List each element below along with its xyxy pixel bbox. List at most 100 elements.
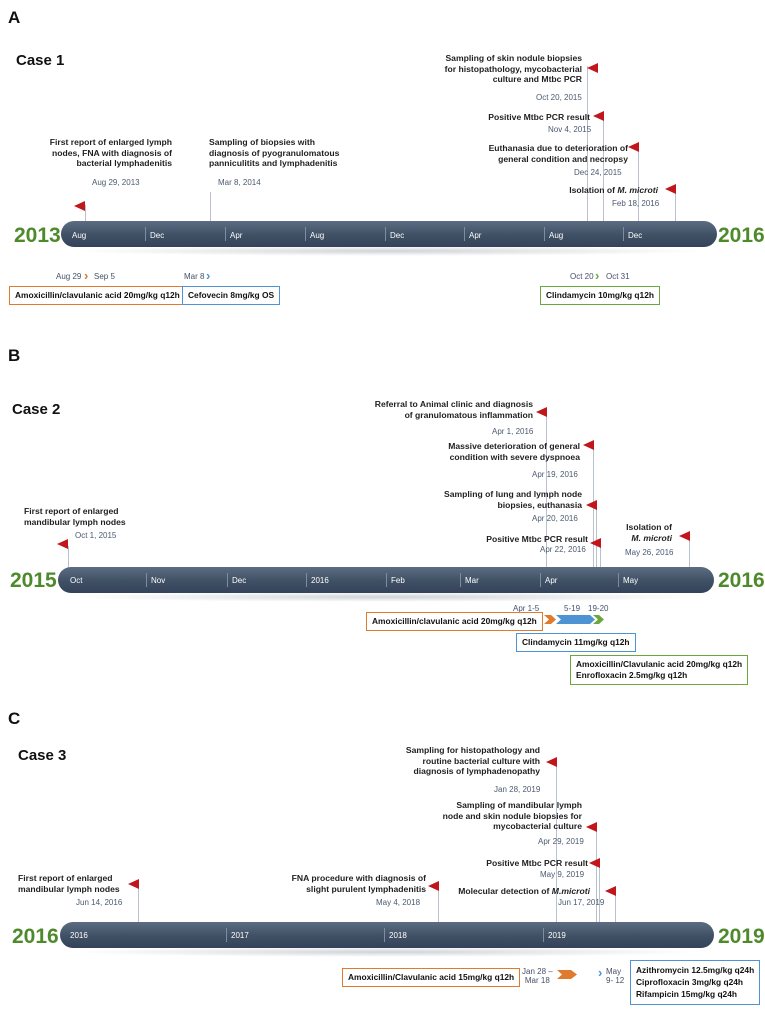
treatment-date: 19-20: [588, 604, 609, 613]
chevron-right-icon: ›: [84, 268, 89, 283]
year-end: 2016: [718, 224, 765, 247]
event-flag: [546, 757, 557, 767]
event-flag: [74, 201, 85, 211]
treatment-line: Azithromycin 12.5mg/kg q24h: [636, 965, 755, 975]
event-text: Sampling of lung and lymph node biopsies…: [444, 489, 582, 510]
event-text: Molecular detection of M.microti: [458, 886, 590, 896]
treatment-duration-arrow: [557, 970, 577, 979]
timeline-stem: [596, 826, 597, 924]
event-flag: [583, 440, 594, 450]
tick-label: Apr: [545, 576, 558, 585]
tick-label: Apr: [469, 231, 482, 240]
tick-label: May: [623, 576, 639, 585]
timeline-stem: [689, 534, 690, 568]
event-text: Euthanasia due to deterioration of gener…: [488, 143, 628, 164]
event-date: Apr 19, 2016: [532, 470, 578, 479]
tick-label: Aug: [310, 231, 325, 240]
timeline-bar: [61, 221, 717, 247]
event-text: Positive Mtbc PCR result: [486, 858, 588, 868]
event-text: First report of enlarged mandibular lymp…: [18, 873, 120, 894]
tick-divider: [227, 573, 228, 587]
tick-divider: [623, 227, 624, 241]
tick-label: Feb: [391, 576, 405, 585]
treatment-box: Azithromycin 12.5mg/kg q24h Ciprofloxaci…: [630, 960, 761, 1005]
tick-divider: [540, 573, 541, 587]
treatment-line: Amoxicillin/Clavulanic acid 20mg/kg q12h: [576, 659, 743, 669]
event-date: Oct 1, 2015: [75, 531, 117, 540]
tick-label: Dec: [150, 231, 165, 240]
bar-shadow: [66, 592, 706, 602]
event-date: Jun 14, 2016: [76, 898, 123, 907]
timeline-stem: [556, 760, 557, 924]
tick-label: Dec: [232, 576, 247, 585]
treatment-date: Mar 8: [184, 272, 205, 281]
event-flag: [128, 879, 139, 889]
event-text: FNA procedure with diagnosis of slight p…: [291, 873, 426, 894]
treatment-box: Cefovecin 8mg/kg OS: [182, 286, 281, 305]
treatment-box: Amoxicillin/clavulanic acid 20mg/kg q12h: [9, 286, 186, 305]
event-text: Referral to Animal clinic and diagnosis …: [374, 399, 533, 420]
tick-label: 2019: [548, 931, 566, 940]
treatment-date: Oct 20: [570, 272, 594, 281]
event-text: Isolation of M. microti: [569, 185, 658, 195]
tick-label: Aug: [72, 231, 87, 240]
treatment-box: Clindamycin 11mg/kg q12h: [516, 633, 636, 652]
timeline-stem: [615, 890, 616, 924]
treatment-box: Amoxicillin/Clavulanic acid 20mg/kg q12h…: [570, 655, 749, 685]
tick-label: Mar: [465, 576, 479, 585]
bar-shadow: [66, 947, 706, 957]
year-start: 2015: [10, 569, 57, 592]
tick-label: Nov: [151, 576, 166, 585]
timeline-stem: [138, 886, 139, 924]
tick-label: 2017: [231, 931, 249, 940]
treatment-date: 5-19: [564, 604, 581, 613]
tick-divider: [306, 573, 307, 587]
timeline-bar: [60, 922, 714, 948]
event-text: Sampling of mandibular lymph node and sk…: [442, 800, 582, 832]
treatment-duration-arrows: [544, 615, 604, 624]
event-date: Feb 18, 2016: [612, 199, 660, 208]
event-text: Positive Mtbc PCR result: [486, 534, 588, 544]
event-flag: [586, 822, 597, 832]
event-date: Dec 24, 2015: [574, 168, 622, 177]
timeline-stem: [68, 546, 69, 568]
event-date: May 4, 2018: [376, 898, 421, 907]
event-text: Sampling of biopsies with diagnosis of p…: [209, 137, 340, 169]
event-date: Apr 22, 2016: [540, 545, 586, 554]
event-flag: [586, 500, 597, 510]
event-date: Oct 20, 2015: [536, 93, 582, 102]
event-flag: [428, 881, 439, 891]
event-text: Massive deterioration of general conditi…: [448, 441, 580, 462]
event-date: May 9, 2019: [540, 870, 585, 879]
event-date: Jun 17, 2019: [558, 898, 605, 907]
year-end: 2019: [718, 925, 765, 948]
timeline-stem: [675, 186, 676, 222]
event-date: Apr 20, 2016: [532, 514, 578, 523]
tick-label: 2018: [389, 931, 407, 940]
panel-letter-b: B: [8, 346, 21, 365]
treatment-date: Sep 5: [94, 272, 115, 281]
tick-label: Oct: [70, 576, 83, 585]
tick-divider: [543, 928, 544, 942]
event-date: Apr 29, 2019: [538, 837, 584, 846]
tick-label: 2016: [70, 931, 88, 940]
event-flag: [665, 184, 676, 194]
event-flag: [605, 886, 616, 896]
event-text: Positive Mtbc PCR result: [488, 112, 590, 122]
event-text: Sampling of skin nodule biopsies for his…: [444, 53, 582, 85]
panel-letter-a: A: [8, 8, 21, 27]
timeline-stem: [638, 143, 639, 222]
treatment-line: Ciprofloxacin 3mg/kg q24h: [636, 977, 744, 988]
treatment-date: Apr 1-5: [513, 604, 540, 613]
treatment-date: May 9- 12: [606, 967, 625, 985]
event-date: Nov 4, 2015: [548, 125, 592, 134]
treatment-date: Jan 28 – Mar 18: [522, 967, 553, 985]
event-text: Isolation of M. microti: [626, 522, 672, 543]
timeline-stem: [85, 205, 86, 222]
treatment-date: Aug 29: [56, 272, 82, 281]
tick-label: Apr: [230, 231, 243, 240]
tick-divider: [305, 227, 306, 241]
event-flag: [628, 142, 639, 152]
year-end: 2016: [718, 569, 765, 592]
event-text: First report of enlarged lymph nodes, FN…: [49, 137, 172, 169]
